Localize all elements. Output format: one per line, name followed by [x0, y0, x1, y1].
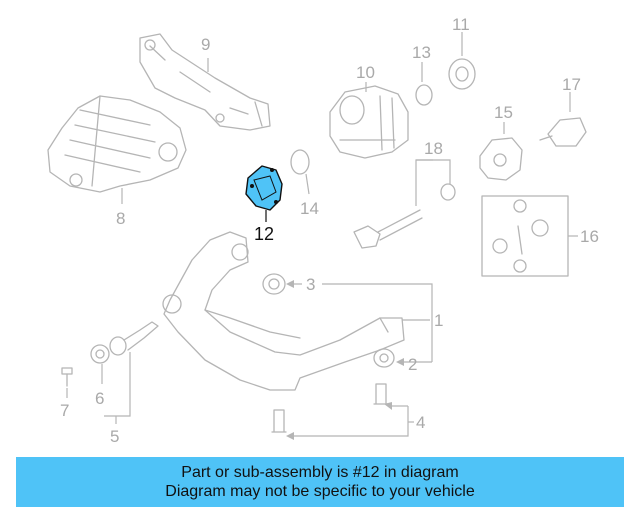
part-11-flange[interactable]: [448, 58, 476, 90]
callout-12: 12: [254, 224, 274, 244]
callout-13: 13: [412, 43, 431, 62]
part-12-cover[interactable]: [245, 165, 283, 211]
callout-8: 8: [116, 209, 125, 228]
callout-9: 9: [201, 35, 210, 54]
part-18-shaft[interactable]: [353, 183, 456, 249]
part-13-o-ring[interactable]: [415, 84, 433, 106]
part-14-seal[interactable]: [290, 149, 310, 175]
part-15-diff-case[interactable]: [479, 137, 523, 181]
banner-line-1: Part or sub-assembly is #12 in diagram: [181, 464, 459, 481]
callout-16: 16: [580, 227, 599, 246]
callout-7: 7: [60, 401, 69, 420]
callout-10: 10: [356, 63, 375, 82]
part-1-subframe[interactable]: [162, 231, 405, 391]
part-6-bushing[interactable]: [90, 344, 110, 364]
callout-5: 5: [110, 427, 119, 446]
banner-line-2: Diagram may not be specific to your vehi…: [165, 483, 475, 500]
callout-14: 14: [300, 199, 319, 218]
callout-2: 2: [408, 355, 417, 374]
part-16-gear-set[interactable]: [481, 195, 569, 277]
part-9-bracket[interactable]: [139, 33, 271, 131]
callout-11: 11: [452, 15, 470, 34]
part-5-link[interactable]: [109, 321, 159, 356]
callout-6: 6: [95, 389, 104, 408]
part-7-bolt[interactable]: [61, 367, 73, 387]
part-4-bolts[interactable]: [271, 383, 389, 433]
callout-18: 18: [424, 139, 443, 158]
callout-4: 4: [416, 413, 425, 432]
callout-15: 15: [494, 103, 513, 122]
info-banner: Part or sub-assembly is #12 in diagram D…: [16, 457, 624, 507]
part-8-housing[interactable]: [47, 95, 187, 193]
part-10-carrier[interactable]: [329, 85, 409, 159]
part-17-flange[interactable]: [539, 117, 587, 147]
part-3-bushing[interactable]: [262, 273, 286, 295]
callout-17: 17: [562, 75, 581, 94]
part-2-bushing[interactable]: [373, 348, 395, 368]
callout-3: 3: [306, 275, 315, 294]
callout-1: 1: [434, 311, 443, 330]
